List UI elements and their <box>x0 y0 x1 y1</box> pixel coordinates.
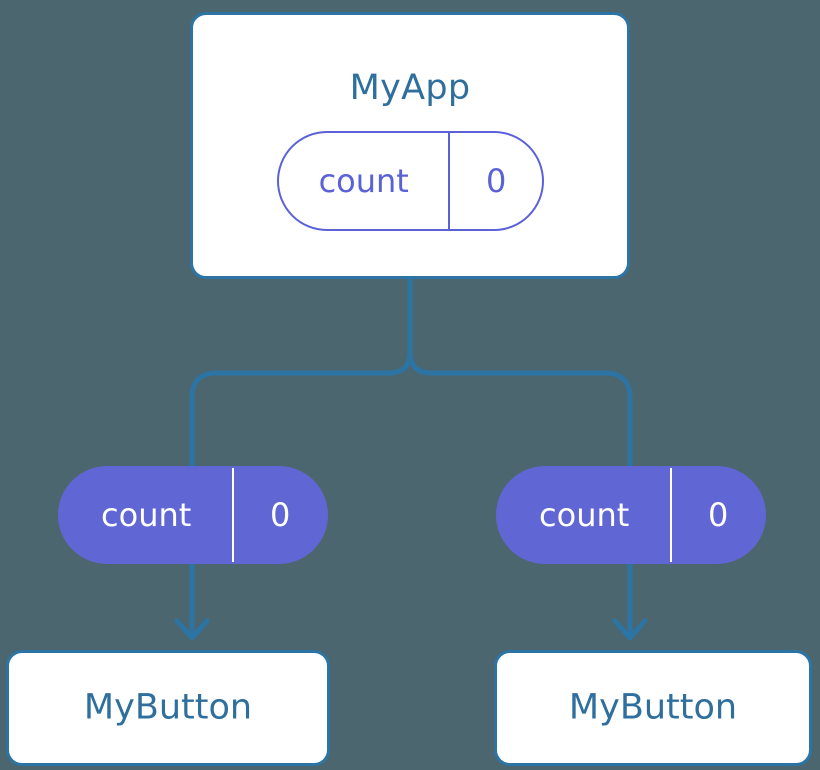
arrowhead-left-icon <box>174 618 210 641</box>
left-button-component-box[interactable]: MyButton <box>6 650 330 766</box>
right-button-component-box[interactable]: MyButton <box>494 650 812 766</box>
right-child-state-pill[interactable]: count 0 <box>496 466 766 564</box>
root-state-key: count <box>318 162 409 200</box>
root-state-pill[interactable]: count 0 <box>277 131 544 231</box>
root-state-value: 0 <box>448 133 542 229</box>
right-child-state-key: count <box>539 496 630 534</box>
left-child-state-key: count <box>101 496 192 534</box>
left-child-state-pill[interactable]: count 0 <box>58 466 328 564</box>
left-button-component-label: MyButton <box>83 687 253 728</box>
right-child-state-value: 0 <box>670 468 764 562</box>
connector-root-to-right-child <box>407 279 633 468</box>
right-button-component-label: MyButton <box>568 687 738 728</box>
connector-root-to-left-child <box>189 279 413 468</box>
root-component-box[interactable]: MyApp <box>190 12 630 279</box>
left-child-state-value: 0 <box>232 468 326 562</box>
root-component-label: MyApp <box>349 68 471 108</box>
arrowhead-right-icon <box>612 618 648 641</box>
